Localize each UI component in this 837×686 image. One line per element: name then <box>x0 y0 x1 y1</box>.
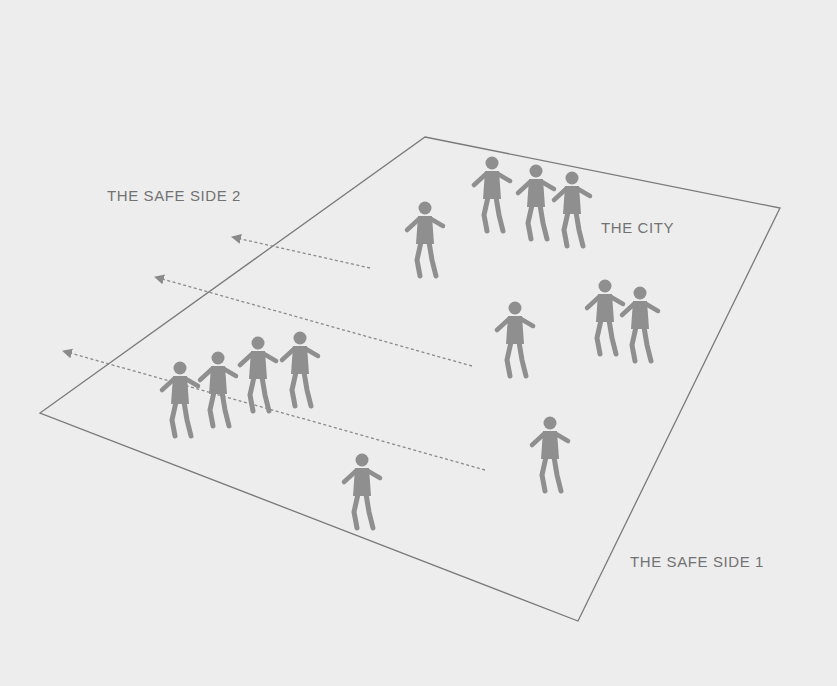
player-figure <box>282 332 318 407</box>
area-label: THE CITY <box>601 219 674 237</box>
player-figure <box>162 362 198 437</box>
player-figure <box>474 157 510 232</box>
player-figure <box>344 454 380 529</box>
area-label: THE SAFE SIDE 2 <box>107 187 241 205</box>
player-figure <box>497 302 533 377</box>
player-figure <box>200 352 236 427</box>
player-figure <box>532 417 568 492</box>
run-arrow <box>63 351 485 470</box>
player-figure <box>622 287 658 362</box>
players <box>162 157 658 529</box>
player-figure <box>407 202 443 277</box>
field-outline <box>40 137 780 621</box>
player-figure <box>518 165 554 240</box>
player-figure <box>587 280 623 355</box>
player-figure <box>554 172 590 247</box>
player-figure <box>240 337 276 412</box>
run-arrow <box>232 237 370 268</box>
area-label: THE SAFE SIDE 1 <box>630 553 764 571</box>
